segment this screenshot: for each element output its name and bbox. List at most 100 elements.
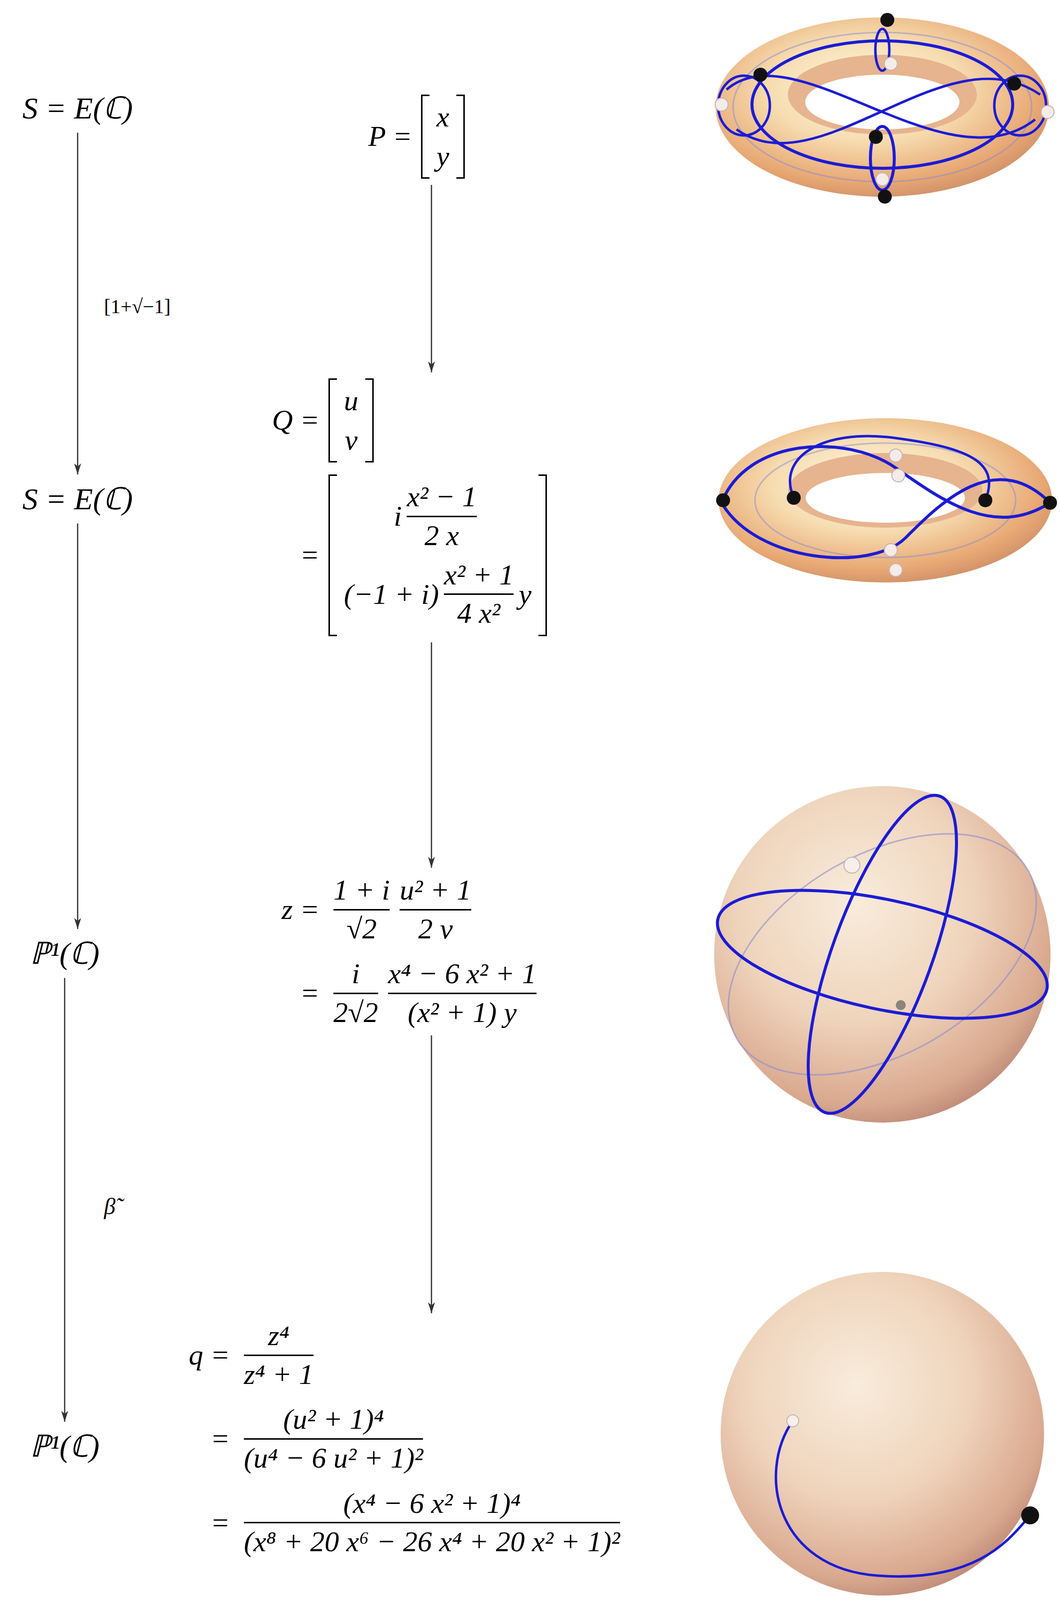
fraction-bar bbox=[443, 593, 514, 595]
fraction-bar bbox=[388, 992, 537, 994]
fraction-bar bbox=[399, 908, 472, 911]
formula-text: x² + 1 bbox=[443, 558, 514, 592]
arrow-head bbox=[74, 463, 82, 475]
formula-text: (x⁸ + 20 x⁶ − 26 x⁴ + 20 x² + 1)² bbox=[243, 1524, 621, 1559]
formula-row: q = z⁴ z⁴ + 1 bbox=[169, 1318, 626, 1391]
matrix-row: (−1 + i)x² + 1 4 x² y bbox=[343, 555, 532, 634]
formula-text: = bbox=[210, 1505, 230, 1539]
fraction: x² + 1 4 x² bbox=[438, 558, 519, 631]
map-arrow bbox=[427, 184, 435, 373]
map-arrow bbox=[74, 132, 82, 475]
fraction: i 2√2 bbox=[328, 956, 384, 1029]
map-arrow bbox=[61, 977, 69, 1422]
formula-text: x bbox=[436, 100, 450, 134]
space-name: ℙ¹(ℂ) bbox=[29, 1428, 100, 1463]
map-label: β̃ bbox=[102, 1191, 118, 1221]
fraction: (x⁴ − 6 x² + 1)⁴(x⁸ + 20 x⁶ − 26 x⁴ + 20… bbox=[238, 1486, 626, 1559]
formula-lead: = bbox=[169, 1505, 239, 1540]
formula-text: u bbox=[343, 384, 359, 418]
matrix: uv bbox=[328, 378, 374, 463]
formula-text: y bbox=[518, 577, 532, 612]
bracket-left bbox=[328, 378, 337, 463]
formula-text: 4 x² bbox=[457, 596, 501, 631]
matrix-row: u bbox=[343, 381, 359, 421]
formula-text: x⁴ − 6 x² + 1 bbox=[388, 956, 537, 991]
formula-text: 2 x bbox=[424, 519, 459, 553]
arrow-head bbox=[427, 361, 435, 373]
fraction: x⁴ − 6 x² + 1 (x² + 1) y bbox=[383, 956, 542, 1029]
space-node: ℙ¹(ℂ) bbox=[29, 1427, 100, 1465]
formula-lead: = bbox=[238, 538, 329, 572]
fraction: 1 + i √2 bbox=[328, 873, 395, 946]
formula-lead: q = bbox=[169, 1338, 239, 1372]
matrix-body: xy bbox=[429, 94, 457, 179]
map-arrow bbox=[427, 641, 435, 868]
fraction-bar bbox=[333, 908, 390, 911]
bracket-right bbox=[538, 474, 547, 636]
formula-row: =(x⁴ − 6 x² + 1)⁴(x⁸ + 20 x⁶ − 26 x⁴ + 2… bbox=[169, 1486, 626, 1559]
bracket-right bbox=[456, 94, 465, 179]
matrix-row: y bbox=[436, 136, 450, 177]
formula-text: Q = bbox=[271, 403, 320, 436]
formula-text: z⁴ bbox=[268, 1318, 290, 1353]
torus-top bbox=[715, 12, 1055, 204]
arrow-shaft bbox=[77, 523, 79, 929]
formula-text: y bbox=[436, 139, 450, 174]
formula-text: = bbox=[300, 538, 320, 571]
fraction-bar bbox=[243, 1521, 621, 1523]
arrow-shaft bbox=[430, 641, 433, 868]
matrix: xy bbox=[421, 94, 465, 179]
fraction-bar bbox=[406, 515, 477, 518]
matrix-row: v bbox=[343, 420, 359, 460]
formula-lead: P = bbox=[368, 119, 422, 154]
fraction-bar bbox=[243, 1437, 424, 1440]
formula-lead: z = bbox=[238, 892, 329, 927]
formula-row: = i 2√2 x⁴ − 6 x² + 1 (x² + 1) y bbox=[238, 956, 542, 1029]
formula-row: =(u² + 1)⁴(u⁴ − 6 u² + 1)² bbox=[169, 1402, 626, 1475]
formula-text: P = bbox=[368, 119, 413, 153]
formula-text: z⁴ + 1 bbox=[243, 1357, 314, 1391]
formula-node: q =z⁴z⁴ + 1=(u² + 1)⁴(u⁴ − 6 u² + 1)²=(x… bbox=[169, 1318, 626, 1559]
matrix-row: ix² − 12 x bbox=[343, 477, 532, 555]
formula-text: u² + 1 bbox=[399, 873, 472, 907]
fraction: u² + 1 2 v bbox=[394, 873, 477, 946]
formula-row: =ix² − 12 x(−1 + i)x² + 14 x²y bbox=[238, 474, 547, 636]
bracket-right bbox=[365, 378, 374, 463]
formula-lead: = bbox=[238, 976, 329, 1010]
fraction: z⁴ z⁴ + 1 bbox=[238, 1318, 319, 1391]
formula-text: (x² + 1) y bbox=[407, 995, 517, 1030]
matrix-body: ix² − 12 x(−1 + i)x² + 14 x²y bbox=[336, 474, 539, 636]
arrow-head bbox=[427, 856, 435, 868]
arrow-head bbox=[61, 1410, 69, 1422]
formula-row: z =1 + i √2 u² + 1 2 v bbox=[238, 873, 542, 946]
formula-text: 2√2 bbox=[333, 995, 379, 1030]
formula-text: = bbox=[210, 1421, 230, 1455]
formula-text: q = bbox=[188, 1338, 230, 1371]
formula-text: 1 + i bbox=[333, 873, 390, 907]
matrix-row: x bbox=[436, 97, 450, 137]
formula-lead: = bbox=[169, 1421, 239, 1456]
map-arrow bbox=[427, 1035, 435, 1313]
fraction: (u² + 1)⁴(u⁴ − 6 u² + 1)² bbox=[238, 1402, 428, 1475]
space-node: ℙ¹(ℂ) bbox=[29, 934, 100, 972]
arrow-shaft bbox=[430, 1035, 433, 1313]
formula-lead: Q = bbox=[238, 403, 329, 437]
space-name: S = E(ℂ) bbox=[22, 481, 133, 516]
arrow-shaft bbox=[77, 132, 79, 475]
formula-text: (u² + 1)⁴ bbox=[283, 1402, 384, 1436]
formula-text: v bbox=[344, 423, 358, 457]
formula-row: Q =uv bbox=[238, 378, 547, 463]
matrix: ix² − 12 x(−1 + i)x² + 14 x²y bbox=[328, 474, 547, 636]
formula-row: P = xy bbox=[368, 94, 465, 179]
formula-text: 2 v bbox=[418, 912, 453, 946]
formula-text: (−1 + i) bbox=[343, 577, 439, 612]
formula-text: x² − 1 bbox=[406, 480, 477, 514]
fraction: x² − 1 2 x bbox=[401, 480, 482, 552]
formula-text: √2 bbox=[346, 912, 377, 946]
sphere-first bbox=[686, 778, 1060, 1130]
formula-text: i bbox=[351, 956, 360, 991]
map-arrow bbox=[74, 523, 82, 929]
